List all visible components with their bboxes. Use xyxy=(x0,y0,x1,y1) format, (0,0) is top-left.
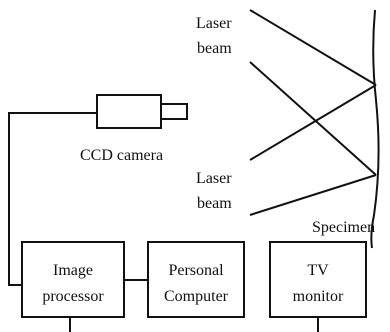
ccd-camera-label: CCD camera xyxy=(80,147,163,164)
image-processor-box xyxy=(21,241,125,318)
laser-beam-bottom-lower xyxy=(249,174,377,216)
laser-beam-bottom-label-line2: beam xyxy=(197,195,232,212)
specimen-surface xyxy=(370,9,380,249)
laser-beam-bottom-label-line1: Laser xyxy=(196,170,232,187)
personal-computer-box xyxy=(147,241,245,318)
personal-computer-label-line1: Personal xyxy=(168,262,224,279)
laser-beam-bottom-upper xyxy=(249,84,377,161)
image-processor-label-line2: processor xyxy=(42,288,104,305)
laser-beam-top-label-line2: beam xyxy=(197,40,232,57)
laser-beam-top-lower xyxy=(249,61,377,176)
image-processor-label-line1: Image xyxy=(53,262,93,279)
ccd-camera-icon xyxy=(96,94,188,129)
tv-monitor-label-line2: monitor xyxy=(293,288,344,305)
personal-computer-label-line2: Computer xyxy=(164,288,229,305)
tv-monitor-label-line1: TV xyxy=(307,262,329,279)
specimen-label: Specimen xyxy=(312,219,375,236)
tv-monitor-box xyxy=(269,241,367,318)
laser-beam-top-label-line1: Laser xyxy=(196,15,232,32)
laser-beam-top-upper xyxy=(249,9,377,86)
connector-camera-to-processor xyxy=(8,112,97,286)
